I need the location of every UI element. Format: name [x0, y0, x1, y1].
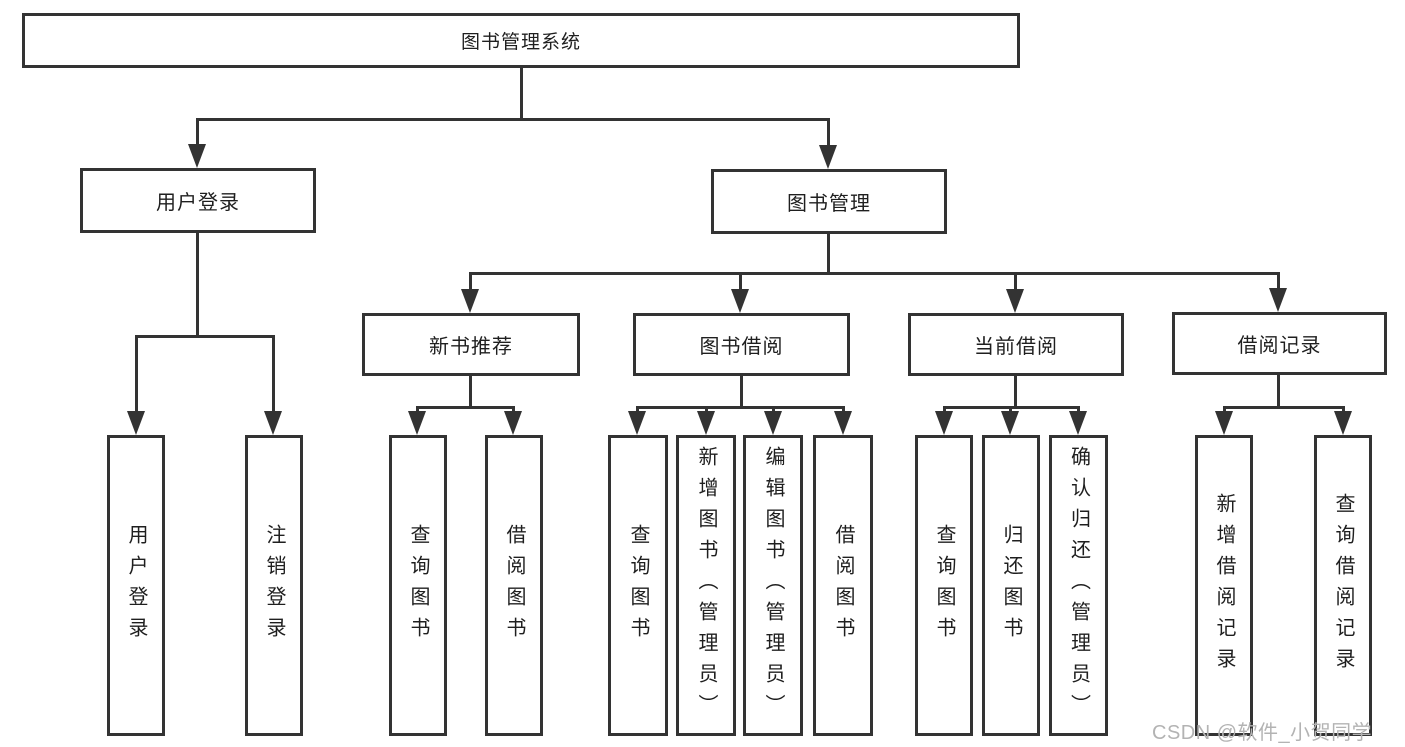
- node-book-management-label: 图书管理: [787, 193, 871, 215]
- connector-nbr-stub: [469, 376, 472, 409]
- connector-arrow-line: [196, 118, 199, 146]
- connector-user-login-bus: [135, 335, 275, 338]
- arrow-down-icon: [188, 144, 206, 168]
- node-current-borrow-label: 当前借阅: [974, 336, 1058, 358]
- leaf-cb-confirm-return-admin-label: 确认归还（管理员）: [1067, 446, 1090, 725]
- connector-root-stub: [520, 66, 523, 120]
- node-book-borrow-label: 图书借阅: [699, 336, 784, 358]
- leaf-nbr-query-books-label: 查询图书: [407, 523, 429, 648]
- arrow-down-icon: [764, 411, 782, 435]
- connector-book-mgmt-stub: [827, 234, 830, 273]
- connector-arrow-line: [1014, 272, 1017, 291]
- connector-arrow-line: [739, 272, 742, 291]
- leaf-br-add-record-label: 新增借阅记录: [1213, 492, 1235, 679]
- leaf-bb-borrow-books: 借阅图书: [813, 435, 873, 736]
- connector-br-stub: [1277, 375, 1280, 408]
- node-library-system-label: 图书管理系统: [460, 32, 581, 53]
- connector-arrow-line: [1277, 272, 1280, 290]
- node-borrow-records: 借阅记录: [1172, 312, 1387, 375]
- connector-cb-stub: [1014, 376, 1017, 409]
- node-borrow-records-label: 借阅记录: [1237, 335, 1322, 357]
- leaf-cb-confirm-return-admin: 确认归还（管理员）: [1049, 435, 1108, 736]
- leaf-logout-login: 注销登录: [245, 435, 303, 736]
- leaf-bb-borrow-books-label: 借阅图书: [832, 523, 854, 648]
- leaf-br-add-record: 新增借阅记录: [1195, 435, 1253, 736]
- node-book-borrow: 图书借阅: [633, 313, 850, 376]
- connector-bb-bus: [636, 406, 845, 409]
- leaf-nbr-query-books: 查询图书: [389, 435, 447, 736]
- connector-arrow-line: [827, 118, 830, 146]
- leaf-logout-login-label: 注销登录: [263, 523, 285, 648]
- arrow-down-icon: [1215, 411, 1233, 435]
- arrow-down-icon: [408, 411, 426, 435]
- connector-arrow-line: [135, 335, 138, 414]
- node-user-login-label: 用户登录: [156, 192, 240, 214]
- arrow-down-icon: [731, 289, 749, 313]
- leaf-bb-query-books-label: 查询图书: [627, 523, 649, 648]
- leaf-nbr-borrow-books: 借阅图书: [485, 435, 543, 736]
- leaf-user-login-label: 用户登录: [125, 523, 147, 648]
- arrow-down-icon: [461, 289, 479, 313]
- connector-arrow-line: [469, 272, 472, 291]
- arrow-down-icon: [834, 411, 852, 435]
- leaf-bb-edit-books-admin: 编辑图书（管理员）: [743, 435, 803, 736]
- arrow-down-icon: [1334, 411, 1352, 435]
- connector-arrow-line: [272, 335, 275, 414]
- leaf-br-query-record-label: 查询借阅记录: [1332, 492, 1354, 679]
- leaf-cb-return-books: 归还图书: [982, 435, 1040, 736]
- node-new-book-recommend-label: 新书推荐: [429, 336, 513, 358]
- connector-nbr-bus: [416, 406, 515, 409]
- arrow-down-icon: [628, 411, 646, 435]
- arrow-down-icon: [504, 411, 522, 435]
- node-new-book-recommend: 新书推荐: [362, 313, 580, 376]
- connector-br-bus: [1223, 406, 1345, 409]
- leaf-cb-return-books-label: 归还图书: [1000, 523, 1022, 648]
- leaf-nbr-borrow-books-label: 借阅图书: [503, 523, 525, 648]
- csdn-watermark: CSDN @软件_小贺同学: [1152, 722, 1373, 744]
- leaf-bb-add-books-admin-label: 新增图书（管理员）: [695, 446, 717, 725]
- arrow-down-icon: [935, 411, 953, 435]
- node-user-login: 用户登录: [80, 168, 316, 233]
- leaf-user-login: 用户登录: [107, 435, 165, 736]
- node-library-system: 图书管理系统: [22, 13, 1020, 68]
- arrow-down-icon: [127, 411, 145, 435]
- leaf-cb-query-books: 查询图书: [915, 435, 973, 736]
- connector-user-login-stub: [196, 233, 199, 336]
- node-current-borrow: 当前借阅: [908, 313, 1124, 376]
- arrow-down-icon: [1269, 288, 1287, 312]
- arrow-down-icon: [1001, 411, 1019, 435]
- arrow-down-icon: [264, 411, 282, 435]
- node-book-management: 图书管理: [711, 169, 947, 234]
- leaf-br-query-record: 查询借阅记录: [1314, 435, 1372, 736]
- leaf-cb-query-books-label: 查询图书: [933, 523, 955, 648]
- leaf-bb-query-books: 查询图书: [608, 435, 668, 736]
- arrow-down-icon: [1006, 289, 1024, 313]
- leaf-bb-add-books-admin: 新增图书（管理员）: [676, 435, 736, 736]
- arrow-down-icon: [1069, 411, 1087, 435]
- connector-level2-bus: [196, 118, 830, 121]
- arrow-down-icon: [697, 411, 715, 435]
- connector-level3-bus: [469, 272, 1280, 275]
- arrow-down-icon: [819, 145, 837, 169]
- connector-bb-stub: [740, 376, 743, 409]
- leaf-bb-edit-books-admin-label: 编辑图书（管理员）: [762, 446, 784, 725]
